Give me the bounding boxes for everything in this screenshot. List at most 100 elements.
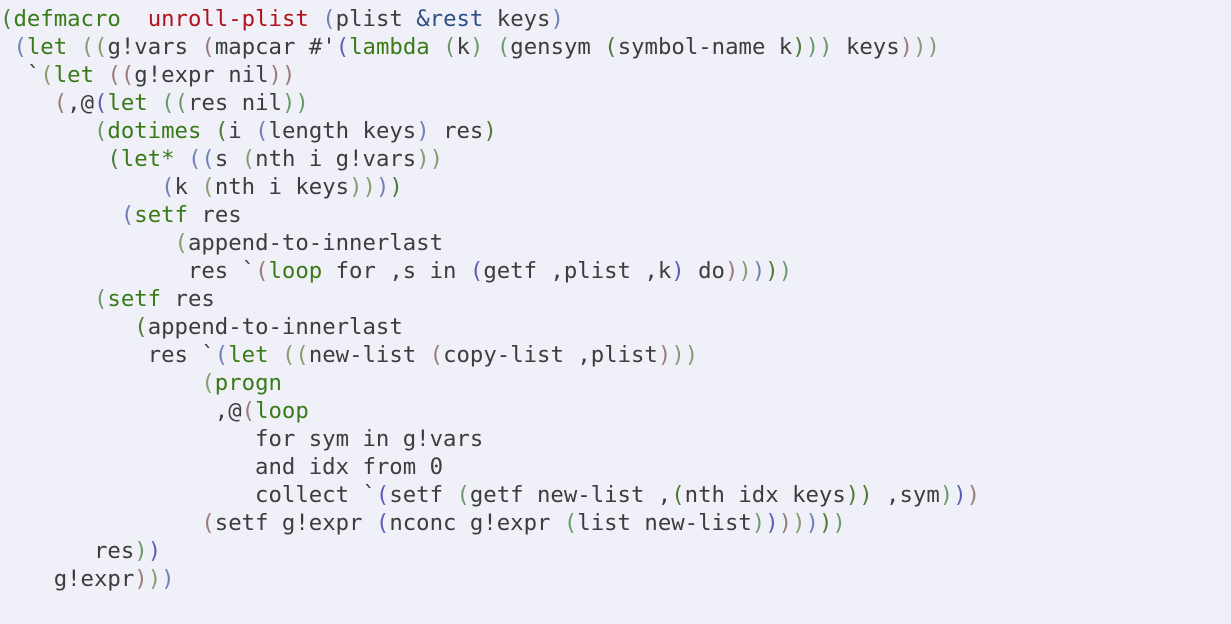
code-token: )) (349, 174, 376, 200)
code-token: for sym in g!vars (0, 426, 484, 452)
code-token: loop (255, 398, 309, 424)
code-token: ,@ (67, 90, 94, 116)
code-token: ) (966, 482, 981, 508)
code-token: ) (389, 174, 403, 200)
code-line: (defmacro unroll-plist (plist &rest keys… (0, 5, 980, 33)
code-token (0, 510, 201, 536)
code-token: nth i g!vars (255, 146, 417, 172)
code-token: i (228, 118, 256, 144)
code-token: let (107, 90, 148, 116)
code-token: ) (134, 566, 148, 592)
code-line: g!expr))) (0, 565, 980, 593)
code-line: and idx from 0 (0, 453, 980, 481)
code-token (0, 230, 175, 256)
code-token: ) (792, 34, 806, 60)
code-token: getf ,plist ,k (483, 258, 672, 284)
code-token: ( (469, 258, 484, 284)
code-line: (progn (0, 369, 980, 397)
code-token: g!vars (107, 34, 202, 60)
code-token: nth i keys (214, 174, 350, 200)
code-token: setf (107, 286, 162, 312)
code-token: setf g!expr (214, 510, 376, 536)
code-token: ) (899, 34, 914, 60)
code-token: lambda (349, 34, 430, 60)
code-token: res (161, 286, 215, 312)
code-token: )) (805, 34, 833, 60)
code-token: do (684, 258, 725, 284)
code-token: ) (805, 510, 819, 536)
code-token: ) (818, 510, 833, 536)
code-token: ) (751, 258, 766, 284)
code-token: ( (161, 174, 175, 200)
code-token: setf (134, 202, 188, 228)
code-token: (( (107, 62, 135, 88)
code-token: ` (0, 62, 41, 88)
code-token: ( (563, 510, 578, 536)
code-token: ) (765, 510, 779, 536)
code-line: res)) (0, 537, 980, 565)
code-token: progn (214, 370, 282, 396)
code-token: res (187, 202, 242, 228)
code-token: dotimes (107, 118, 202, 144)
code-token: ( (94, 90, 108, 116)
code-token: ( (456, 482, 470, 508)
code-line: (setf res (0, 285, 980, 313)
code-line: (setf g!expr (nconc g!expr (list new-lis… (0, 509, 980, 537)
code-token: ( (40, 62, 54, 88)
code-token: )) (845, 482, 873, 508)
code-token: ( (322, 6, 336, 32)
code-token: let* (120, 146, 175, 172)
code-line: res `(loop for ,s in (getf ,plist ,k) do… (0, 257, 980, 285)
code-token: ) (778, 510, 793, 536)
code-token (0, 90, 54, 116)
code-token: plist (335, 6, 417, 32)
code-token (269, 342, 282, 368)
code-token (0, 286, 94, 312)
code-token (201, 118, 214, 144)
code-token: ( (241, 146, 256, 172)
code-token: (( (161, 90, 189, 116)
code-token (0, 174, 161, 200)
code-token: defmacro (13, 6, 121, 32)
code-token: ( (93, 286, 108, 312)
code-token: ( (443, 34, 457, 60)
code-token: ) (751, 510, 766, 536)
code-token: ( (255, 258, 269, 284)
code-token (148, 90, 161, 116)
code-token: )) (416, 146, 444, 172)
code-token: ) (469, 34, 484, 60)
code-line: (,@(let ((res nil)) (0, 89, 980, 117)
code-token: ( (13, 34, 27, 60)
code-token: res ` (0, 258, 256, 284)
code-token: ( (0, 6, 14, 32)
code-token (0, 118, 94, 144)
code-token (0, 34, 13, 60)
code-token: setf (389, 482, 457, 508)
code-token: ( (241, 398, 256, 424)
code-token: keys (483, 6, 551, 32)
code-token: let (26, 34, 68, 60)
code-token: nconc g!expr (389, 510, 564, 536)
code-token (0, 146, 107, 172)
code-token: loop (268, 258, 323, 284)
code-line: (append-to-innerlast (0, 229, 980, 257)
code-token (67, 34, 80, 60)
code-token: s (214, 146, 242, 172)
code-token: res (429, 118, 484, 144)
code-token: ( (134, 314, 148, 340)
code-token: let (228, 342, 269, 368)
code-editor[interactable]: (defmacro unroll-plist (plist &rest keys… (0, 5, 980, 593)
code-line: (dotimes (i (length keys) res) (0, 117, 980, 145)
code-token (94, 62, 107, 88)
code-token: ) (671, 258, 685, 284)
code-token: ( (107, 146, 121, 172)
code-token: g!expr (0, 566, 135, 592)
code-token (0, 370, 201, 396)
code-token: ( (53, 90, 68, 116)
code-token: unroll-plist (147, 6, 309, 32)
code-token: ) (765, 258, 779, 284)
code-line: (let ((g!vars (mapcar #'(lambda (k) (gen… (0, 33, 980, 61)
code-token: ) (550, 6, 564, 32)
code-token: ( (201, 510, 215, 536)
code-token: res (0, 538, 135, 564)
